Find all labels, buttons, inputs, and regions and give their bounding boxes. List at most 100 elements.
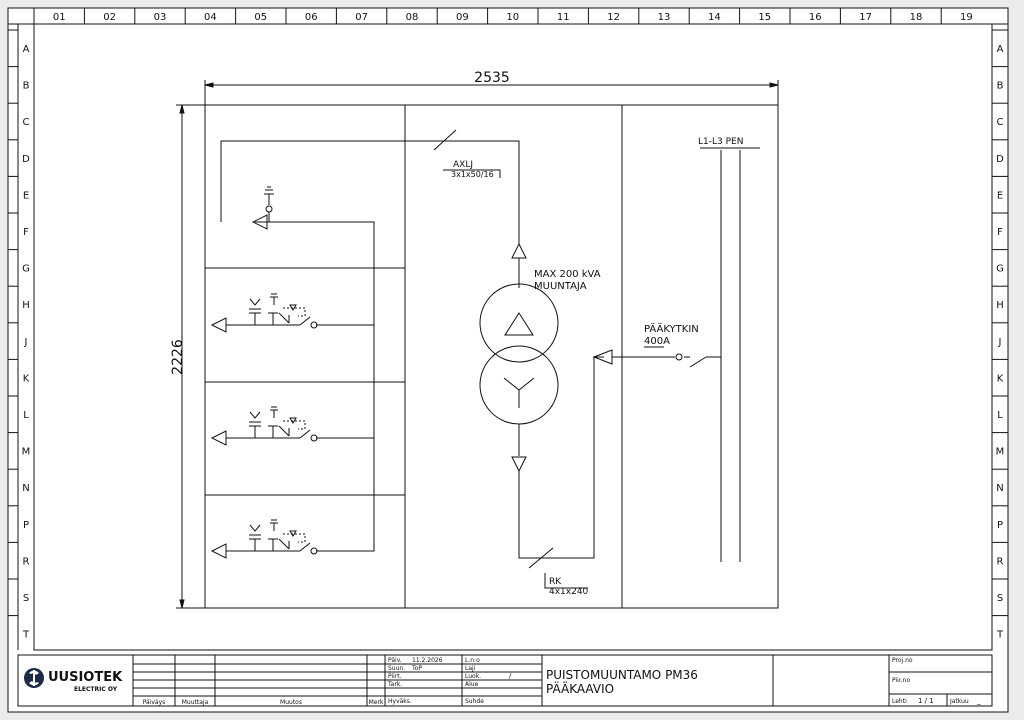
busbar-label: L1-L3 PEN bbox=[698, 137, 743, 147]
row-label-right: N bbox=[996, 483, 1003, 494]
type-label: Laji bbox=[465, 665, 476, 672]
row-label-left: A bbox=[23, 44, 30, 55]
column-label: 17 bbox=[859, 12, 872, 23]
lv-feeder-3 bbox=[210, 519, 374, 559]
rev-modifier-header: Muuttaja bbox=[182, 699, 209, 706]
designed-label: Suun. bbox=[388, 665, 405, 672]
lv-cable-out bbox=[518, 356, 604, 559]
column-label: 01 bbox=[53, 12, 66, 23]
column-label: 14 bbox=[708, 12, 721, 23]
class-value: / bbox=[509, 672, 512, 680]
row-label-right: J bbox=[998, 337, 1002, 348]
column-label: 04 bbox=[204, 12, 217, 23]
transformer-rating: MAX 200 kVA bbox=[534, 269, 601, 280]
row-label-right: C bbox=[997, 117, 1004, 128]
continues-label: Jatkuu bbox=[949, 698, 969, 705]
row-label-left: D bbox=[22, 154, 30, 165]
transformer-primary-winding bbox=[479, 283, 559, 363]
lv-feeder-2 bbox=[210, 406, 374, 446]
row-label-left: P bbox=[23, 520, 29, 531]
row-label-left: N bbox=[22, 483, 29, 494]
lv-feeder-1 bbox=[210, 293, 374, 333]
row-label-right: D bbox=[996, 154, 1004, 165]
column-label: 08 bbox=[406, 12, 419, 23]
main-switch-rating: 400A bbox=[644, 336, 670, 347]
cable-in-size: 3x1x50/16 bbox=[451, 170, 494, 179]
column-label: 18 bbox=[910, 12, 923, 23]
column-label: 11 bbox=[557, 12, 570, 23]
row-label-left: B bbox=[23, 81, 30, 92]
row-label-left: K bbox=[23, 373, 30, 384]
row-label-left: H bbox=[22, 300, 30, 311]
row-label-right: T bbox=[996, 630, 1004, 641]
row-label-right: K bbox=[997, 373, 1004, 384]
row-label-left: C bbox=[23, 117, 30, 128]
row-label-right: H bbox=[996, 300, 1004, 311]
station-outline bbox=[204, 104, 779, 609]
row-label-right: M bbox=[996, 447, 1005, 458]
cable-out-type: RK bbox=[549, 577, 562, 587]
row-label-left: R bbox=[23, 556, 30, 567]
cable-tick bbox=[433, 129, 457, 151]
sheet-value: 1 / 1 bbox=[918, 697, 934, 705]
column-label: 19 bbox=[960, 12, 973, 23]
sheet-border bbox=[7, 7, 1009, 713]
column-label: 06 bbox=[305, 12, 318, 23]
checked-label: Tark. bbox=[387, 681, 402, 688]
row-label-right: A bbox=[997, 44, 1004, 55]
drawing-title: PUISTOMUUNTAMO PM36 bbox=[546, 668, 698, 682]
mv-cable-in bbox=[220, 140, 520, 244]
class-label: Luok. bbox=[465, 673, 481, 680]
company-logo bbox=[24, 668, 44, 688]
cable-in-type: AXLJ bbox=[453, 160, 473, 170]
rev-change-header: Muutos bbox=[280, 699, 302, 706]
column-label: 10 bbox=[506, 12, 519, 23]
cable-out-size: 4x1x240 bbox=[549, 587, 589, 597]
column-label: 13 bbox=[658, 12, 671, 23]
row-label-right: L bbox=[997, 410, 1003, 421]
continues-value: _ bbox=[976, 697, 981, 705]
main-switch-blade bbox=[689, 356, 707, 368]
row-label-right: B bbox=[997, 81, 1004, 92]
row-label-right: F bbox=[997, 227, 1003, 238]
row-label-left: F bbox=[23, 227, 29, 238]
drawing-number-label: Piir.no bbox=[892, 677, 910, 684]
row-label-left: J bbox=[24, 337, 28, 348]
approved-label: Hyväks. bbox=[388, 698, 412, 705]
column-label: 09 bbox=[456, 12, 469, 23]
row-label-left: S bbox=[23, 593, 29, 604]
transformer-name: MUUNTAJA bbox=[534, 281, 587, 292]
row-label-right: G bbox=[996, 264, 1004, 275]
column-label: 15 bbox=[758, 12, 771, 23]
company-name: UUSIOTEK bbox=[48, 670, 123, 685]
number-label: L.n:o bbox=[465, 657, 480, 664]
date-label: Päiv. bbox=[388, 657, 402, 664]
rev-mark-header: Merk bbox=[369, 699, 384, 706]
width-dimension-label: 2535 bbox=[474, 70, 510, 86]
column-label: 12 bbox=[607, 12, 620, 23]
row-label-left: E bbox=[23, 190, 29, 201]
row-label-left: L bbox=[23, 410, 29, 421]
drawn-label: Piirt. bbox=[388, 673, 402, 680]
project-label: Proj.no bbox=[892, 657, 913, 664]
row-label-right: S bbox=[997, 593, 1003, 604]
column-label: 05 bbox=[254, 12, 267, 23]
title-block bbox=[17, 654, 993, 707]
single-line-diagram bbox=[176, 80, 779, 609]
rev-date-header: Päiväys bbox=[143, 699, 166, 706]
designed-value: ToP bbox=[411, 665, 422, 672]
date-value: 11.2.2026 bbox=[412, 657, 443, 664]
transformer-arrow-out bbox=[511, 456, 527, 473]
drawing-subtitle: PÄÄKAAVIO bbox=[546, 681, 614, 696]
company-subtitle: ELECTRIC OY bbox=[74, 686, 118, 693]
sheet-label: Lehti bbox=[892, 698, 907, 705]
row-label-left: M bbox=[22, 447, 31, 458]
row-label-left: T bbox=[22, 630, 30, 641]
column-label: 16 bbox=[809, 12, 822, 23]
row-label-left: G bbox=[22, 264, 30, 275]
main-switch-contact bbox=[675, 353, 683, 361]
height-dimension-label: 2226 bbox=[170, 339, 186, 375]
